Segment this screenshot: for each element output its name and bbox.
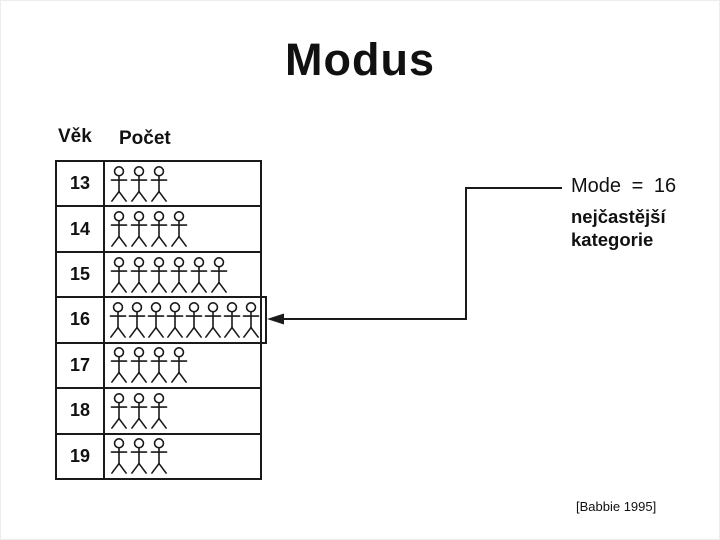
person-icon [110,165,128,202]
person-icon [110,392,128,429]
person-icon [204,302,222,338]
person-icon [150,438,168,475]
person-icon [130,165,148,202]
count-cell [105,344,260,387]
pictograph-row-14: 14 [57,207,260,253]
person-icon [130,211,148,247]
person-icon [130,392,148,429]
count-cell [105,389,260,432]
person-icon [223,302,241,338]
mode-description: nejčastější kategorie [571,206,666,251]
count-column-header: Počet [119,128,171,149]
person-icon [147,302,165,338]
age-cell: 17 [57,343,105,388]
pictograph-row-18: 18 [57,389,260,435]
person-icon [150,211,168,247]
person-icon [109,302,127,338]
person-icon [150,165,168,202]
count-cell [105,253,260,296]
age-cell: 13 [57,162,105,206]
person-icon [130,256,148,293]
person-icon [110,347,128,384]
person-icon [110,438,128,475]
person-icon [185,302,203,338]
age-cell: 15 [57,252,105,297]
person-icon [170,347,188,384]
person-icon [166,302,184,338]
age-cell: 14 [57,207,105,251]
mode-description-line2: kategorie [571,228,654,250]
person-icon [210,256,228,293]
pictograph-row-15: 15 [57,252,260,299]
count-cell [105,207,260,250]
age-cell: 18 [57,389,105,433]
person-icon [110,256,128,293]
count-cell [103,295,267,345]
person-icon [170,211,188,247]
pictograph-row-17: 17 [57,343,260,390]
age-cell: 19 [57,434,105,478]
pictograph-row-19: 19 [57,434,260,478]
count-cell [105,162,260,205]
pictograph-row-13: 13 [57,162,260,208]
slide-title: Modus [285,34,435,85]
person-icon [170,256,188,293]
age-column-header: Věk [58,126,92,147]
citation: [Babbie 1995] [576,499,657,514]
mode-value-label: Mode = 16 [571,175,677,197]
person-icon [150,392,168,429]
person-icon [242,302,260,338]
person-icon [150,256,168,293]
person-icon [130,438,148,475]
person-icon [150,347,168,384]
person-icon [130,347,148,384]
person-icon [128,302,146,338]
person-icon [190,256,208,293]
age-cell: 16 [57,298,105,342]
count-cell [105,435,260,478]
pictograph-row-16-mode: 16 [57,295,267,345]
mode-description-line1: nejčastější [571,206,666,227]
person-icon [110,211,128,247]
